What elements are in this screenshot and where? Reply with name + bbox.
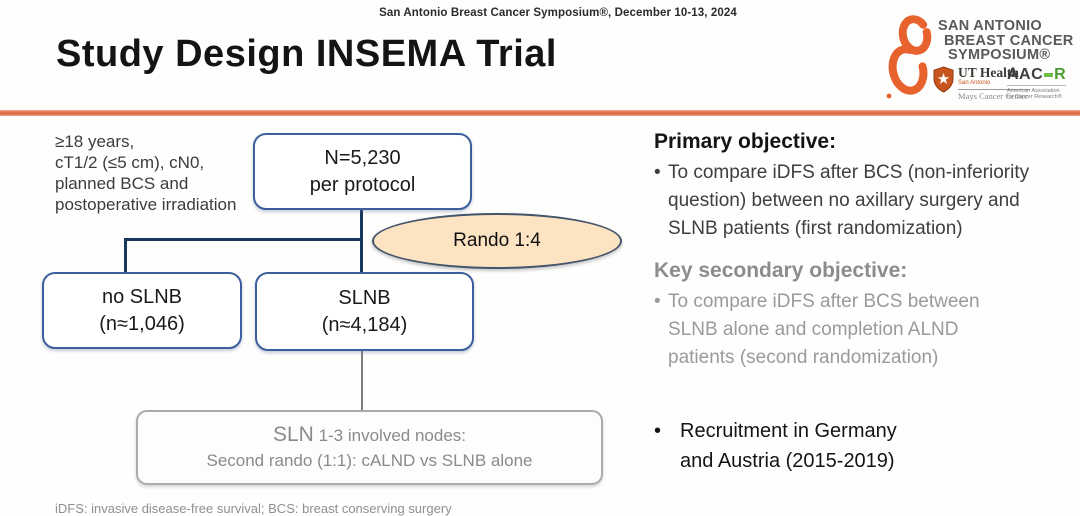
- ut-health-shield-icon: [933, 66, 954, 93]
- no-slnb-line2: (n≈1,046): [99, 312, 185, 335]
- bullet-icon: •: [654, 162, 661, 183]
- aacr-subtitle-line2: for Cancer Research®: [1007, 94, 1062, 100]
- aacr-logo: AAC R American Association for Cancer Re…: [1007, 67, 1067, 100]
- ut-health-sanantonio-label: San Antonio: [958, 80, 1030, 90]
- aacr-green-bar-icon: [1044, 73, 1054, 77]
- primary-objective-bullet: • To compare iDFS after BCS (non-inferio…: [654, 159, 1054, 243]
- recruitment-bullet: • Recruitment in Germany and Austria (20…: [654, 416, 1054, 476]
- aacr-wordmark-left: AAC: [1007, 66, 1044, 83]
- sabcs-wordmark-line3: SYMPOSIUM®: [948, 47, 1051, 63]
- bullet-icon: •: [654, 420, 662, 442]
- aacr-subtitle-line1: American Association: [1007, 88, 1060, 94]
- objectives-panel: Primary objective: • To compare iDFS aft…: [654, 130, 1054, 478]
- eligibility-criteria-text: ≥18 years, cT1/2 (≤5 cm), cN0, planned B…: [55, 132, 237, 214]
- aacr-subtitle: American Association for Cancer Research…: [1007, 85, 1067, 100]
- recruitment-text: Recruitment in Germany and Austria (2015…: [680, 420, 897, 472]
- ut-health-logo: UT Health San Antonio Mays Cancer Center: [933, 66, 1030, 101]
- slide-title: Study Design INSEMA Trial: [56, 33, 557, 75]
- abbreviations-footnote: iDFS: invasive disease-free survival; BC…: [55, 501, 452, 516]
- n-box-line2: per protocol: [309, 173, 416, 196]
- n-per-protocol-box: N=5,230 per protocol: [253, 133, 472, 210]
- no-slnb-box: no SLNB (n≈1,046): [42, 272, 242, 349]
- slnb-line1: SLNB: [338, 286, 391, 309]
- sabcs-wordmark: SAN ANTONIO BREAST CANCER SYMPOSIUM®: [938, 19, 1074, 63]
- primary-objective-text: To compare iDFS after BCS (non-inferiori…: [668, 162, 1030, 239]
- symposium-date-line: San Antonio Breast Cancer Symposium®, De…: [379, 7, 737, 19]
- second-rando-line1: SLN 1-3 involved nodes:: [273, 422, 466, 448]
- key-secondary-objective-heading: Key secondary objective:: [654, 259, 908, 282]
- connector-horizontal-branch: [124, 238, 363, 241]
- n-box-line1: N=5,230: [324, 146, 401, 169]
- sabcs-wordmark-line2: BREAST CANCER: [944, 32, 1074, 49]
- aacr-wordmark: AAC R: [1007, 67, 1066, 83]
- second-rando-line1-rest: 1-3 involved nodes:: [313, 426, 466, 445]
- no-slnb-line1: no SLNB: [101, 285, 183, 308]
- rando-ratio-ellipse: Rando 1:4: [372, 213, 622, 269]
- slnb-line2: (n≈4,184): [321, 313, 408, 336]
- secondary-objective-text: To compare iDFS after BCS between SLNB a…: [668, 291, 980, 368]
- mays-cancer-center-label: Mays Cancer Center: [958, 91, 1028, 101]
- connector-vertical-gray: [361, 347, 363, 410]
- sabcs-ribbon-icon: [882, 12, 936, 107]
- orange-divider: [0, 110, 1080, 116]
- rando-ratio-label: Rando 1:4: [453, 230, 541, 251]
- ut-health-wordmark: UT Health: [958, 65, 1019, 80]
- second-rando-line1-sln: SLN: [272, 423, 314, 446]
- second-rando-box: SLN 1-3 involved nodes: Second rando (1:…: [136, 410, 603, 485]
- bullet-icon: •: [654, 291, 661, 312]
- connector-vertical-left: [124, 238, 127, 272]
- second-rando-line2: Second rando (1:1): cALND vs SLNB alone: [206, 451, 533, 470]
- primary-objective-heading: Primary objective:: [654, 130, 837, 153]
- slnb-box: SLNB (n≈4,184): [255, 272, 474, 351]
- aacr-wordmark-right: R: [1054, 66, 1067, 83]
- sabcs-wordmark-line1: SAN ANTONIO: [938, 18, 1042, 34]
- secondary-objective-bullet: • To compare iDFS after BCS between SLNB…: [654, 288, 1054, 372]
